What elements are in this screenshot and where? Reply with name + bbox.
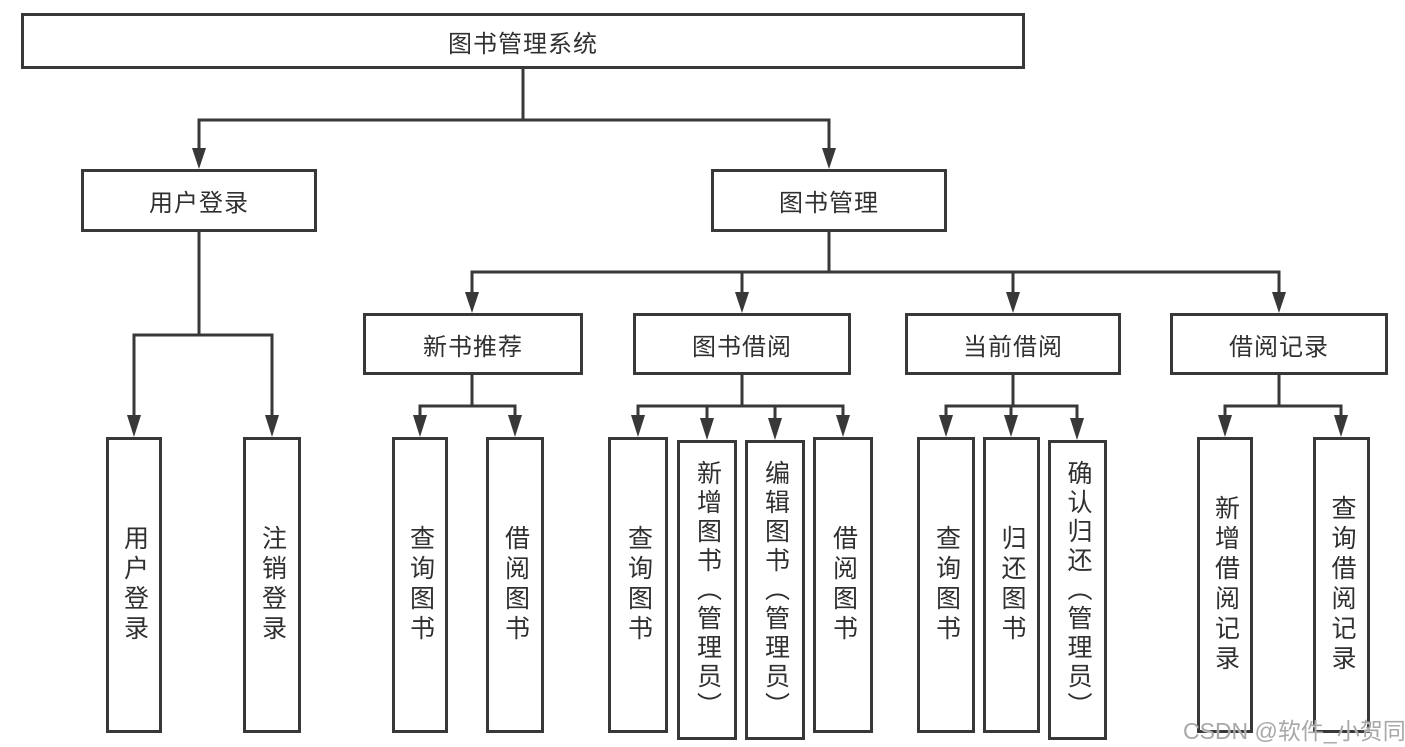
leaf-query-books-recommend: 查询图书 bbox=[392, 437, 448, 733]
leaf-confirm-return-admin: 确认归还（管理员） bbox=[1048, 440, 1107, 740]
leaf-return-books: 归还图书 bbox=[983, 437, 1040, 733]
node-current-borrow: 当前借阅 bbox=[905, 313, 1121, 375]
node-root: 图书管理系统 bbox=[21, 13, 1025, 69]
node-book-management: 图书管理 bbox=[711, 169, 947, 232]
node-new-book-recommend: 新书推荐 bbox=[363, 313, 583, 375]
leaf-query-borrow-record: 查询借阅记录 bbox=[1313, 437, 1370, 733]
leaf-borrow-books-recommend: 借阅图书 bbox=[486, 437, 544, 733]
csdn-watermark: CSDN @软件_小贺同学 bbox=[1183, 718, 1405, 744]
leaf-add-borrow-record: 新增借阅记录 bbox=[1197, 437, 1253, 733]
node-user-login: 用户登录 bbox=[81, 169, 317, 232]
leaf-user-login: 用户登录 bbox=[106, 437, 162, 733]
leaf-add-books-admin: 新增图书（管理员） bbox=[677, 440, 737, 740]
leaf-edit-books-admin: 编辑图书（管理员） bbox=[745, 440, 805, 740]
leaf-query-books-borrow: 查询图书 bbox=[608, 437, 668, 733]
node-book-borrow: 图书借阅 bbox=[633, 313, 851, 375]
arrowheads bbox=[127, 148, 1348, 440]
leaf-logout: 注销登录 bbox=[243, 437, 301, 733]
node-borrow-records: 借阅记录 bbox=[1170, 313, 1388, 375]
leaf-borrow-books: 借阅图书 bbox=[813, 437, 873, 733]
leaf-query-books-current: 查询图书 bbox=[917, 437, 975, 733]
